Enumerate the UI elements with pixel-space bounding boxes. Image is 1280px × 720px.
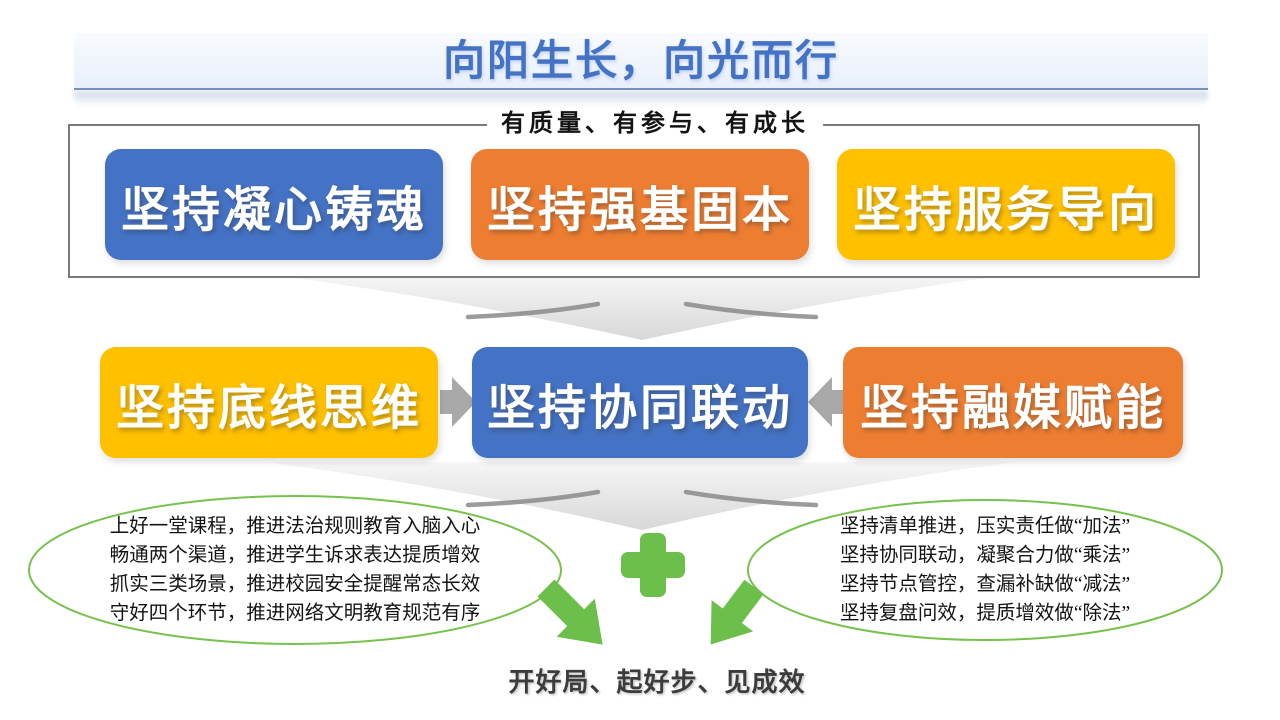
- pillar-box-yellow: 坚持服务导向: [837, 149, 1175, 260]
- left-bubble-line: 上好一堂课程，推进法治规则教育入脑入心: [109, 516, 481, 537]
- pillar-box-blue: 坚持凝心铸魂: [105, 149, 443, 260]
- left-bubble-text: 上好一堂课程，推进法治规则教育入脑入心 畅通两个渠道，推进学生诉求表达提质增效 …: [75, 512, 515, 628]
- bottom-caption: 开好局、起好步、见成效: [508, 667, 806, 697]
- right-bubble-line: 坚持协同联动，凝聚合力做“乘法”: [839, 545, 1131, 566]
- plus-icon: [621, 533, 685, 597]
- pillar-box-orange: 坚持强基固本: [471, 149, 809, 260]
- title-banner-shadow: [74, 91, 1208, 107]
- left-bubble-line: 守好四个环节，推进网络文明教育规范有序: [109, 603, 481, 624]
- right-bubble-line: 坚持清单推进，压实责任做“加法”: [839, 516, 1131, 537]
- left-bubble-line: 畅通两个渠道，推进学生诉求表达提质增效: [109, 545, 481, 566]
- flow-arrow-left-icon: [808, 377, 844, 427]
- strategy-box-yellow: 坚持底线思维: [100, 347, 438, 458]
- top-group-caption: 有质量、有参与、有成长: [15, 110, 1280, 138]
- converge-arrow-top-icon: [266, 274, 1014, 340]
- right-bubble-outline: [747, 499, 1223, 641]
- top-group-caption-text: 有质量、有参与、有成长: [487, 110, 823, 138]
- slide-title: 向阳生长，向光而行: [442, 39, 839, 85]
- strategy-box-orange: 坚持融媒赋能: [843, 347, 1183, 458]
- title-banner: 向阳生长，向光而行: [74, 33, 1208, 90]
- left-bubble-outline: [28, 495, 562, 645]
- right-bubble-line: 坚持节点管控，查漏补缺做“减法”: [839, 574, 1131, 595]
- down-right-arrow-icon: [537, 579, 603, 645]
- right-bubble-line: 坚持复盘问效，提质增效做“除法”: [839, 603, 1131, 624]
- converge-arrow-bottom-icon: [266, 462, 1014, 530]
- strategy-box-blue: 坚持协同联动: [472, 347, 808, 458]
- right-bubble-text: 坚持清单推进，压实责任做“加法” 坚持协同联动，凝聚合力做“乘法” 坚持节点管控…: [820, 512, 1150, 628]
- down-left-arrow-icon: [710, 579, 764, 645]
- flow-arrow-right-icon: [440, 377, 476, 427]
- left-bubble-line: 抓实三类场景，推进校园安全提醒常态长效: [109, 574, 481, 595]
